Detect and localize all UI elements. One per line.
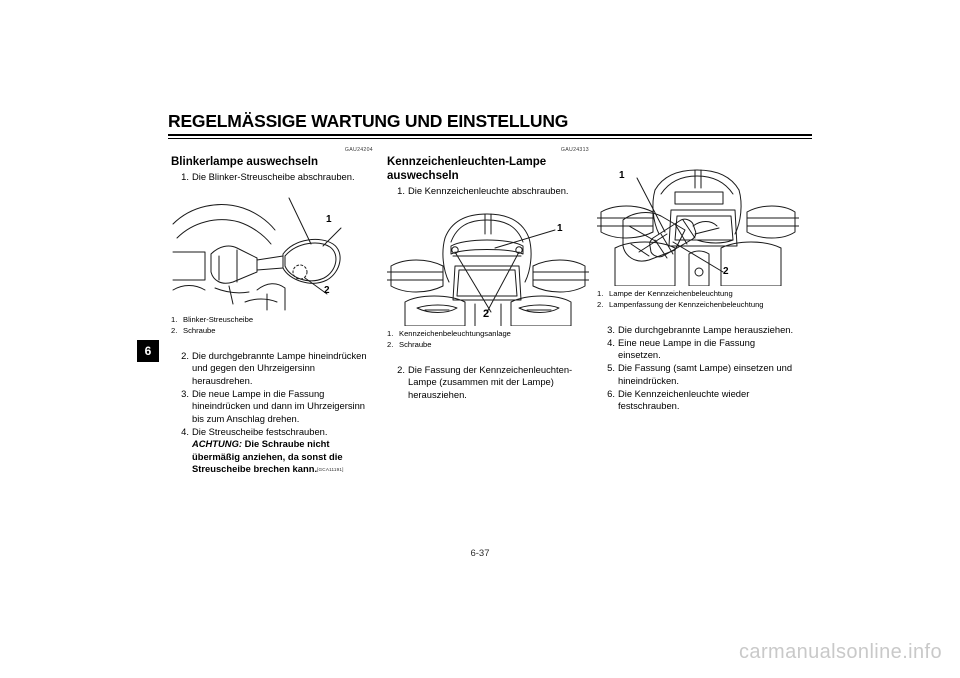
caution-reference-code: [GCA11191]	[317, 467, 344, 473]
legend-item: 2. Lampenfassung der Kennzeichenbeleucht…	[597, 300, 799, 310]
legend-number: 2.	[171, 326, 178, 336]
legend-text: Schraube	[399, 340, 432, 350]
step-text: Die Blinker-Streuscheibe abschrauben.	[192, 171, 355, 183]
steps-list-license-plate-post: 2. Die Fassung der Kennzeichenleuchten-L…	[387, 364, 589, 402]
step-text: Die Kennzeichenleuchte abschrauben.	[408, 185, 569, 197]
legend-item: 1. Blinker-Streuscheibe	[171, 315, 373, 325]
step-number: 2.	[397, 363, 405, 375]
column-left: GAU24204 Blinkerlampe auswechseln 1. Die…	[171, 146, 373, 476]
step-number: 2.	[181, 349, 189, 361]
legend-item: 2. Schraube	[171, 326, 373, 336]
section-title-license-plate-light: Kennzeichenleuchten-Lampe auswechseln	[387, 156, 547, 183]
figure-callout-1: 1	[326, 214, 332, 226]
legend-number: 2.	[387, 340, 394, 350]
figure-callout-1: 1	[557, 223, 563, 235]
reference-code-middle: GAU24313	[560, 147, 589, 153]
figure-callout-1: 1	[619, 170, 625, 181]
step-number: 4.	[181, 425, 189, 437]
column-middle: GAU24313 Kennzeichenleuchten-Lampe auswe…	[387, 146, 589, 402]
legend-item: 2. Schraube	[387, 340, 589, 350]
step-text: Die neue Lampe in die Fassung hineindrüc…	[192, 387, 366, 424]
site-watermark: carmanualsonline.info	[739, 641, 942, 663]
bulb-socket-removal-figure: 1 2	[597, 168, 799, 286]
step-number: 4.	[607, 336, 615, 348]
legend-number: 2.	[597, 300, 604, 310]
legend-text: Lampe der Kennzeichenbeleuchtung	[609, 289, 733, 298]
step-item-with-notice: 4. Die Streuscheibe festschrauben. ACHTU…	[171, 426, 373, 476]
license-plate-light-figure: 1 2	[387, 208, 589, 327]
figure-legend-turn-signal: 1. Blinker-Streuscheibe 2. Schraube	[171, 315, 373, 337]
legend-text: Blinker-Streuscheibe	[183, 315, 254, 325]
figure-callout-2: 2	[324, 285, 330, 297]
figure-callout-2: 2	[723, 266, 729, 277]
step-number: 6.	[607, 387, 615, 399]
steps-list-bulb-replacement: 3. Die durchgebrannte Lampe herausziehen…	[597, 324, 799, 413]
legend-text: Lampenfassung der Kennzeichenbeleuchtung	[609, 300, 764, 310]
legend-text: Schraube	[183, 326, 216, 336]
step-item: 5. Die Fassung (samt Lampe) einsetzen un…	[597, 362, 799, 387]
step-text: Die Fassung der Kennzeichenleuchten-Lamp…	[408, 363, 573, 400]
caution-text: Die Schraube nicht übermäßig anziehen, d…	[192, 438, 343, 475]
page-number: 6-37	[470, 548, 490, 559]
chapter-tab-6: 6	[137, 340, 159, 362]
step-item: 2. Die durchgebrannte Lampe hineindrücke…	[171, 350, 373, 388]
step-item: 1. Die Kennzeichenleuchte abschrauben.	[387, 185, 589, 198]
step-text: Die Streuscheibe festschrauben.	[192, 425, 328, 437]
step-text: Die Fassung (samt Lampe) einsetzen und h…	[618, 362, 793, 386]
turn-signal-lens-figure: 1 2	[171, 194, 373, 312]
steps-list-turn-signal-post: 2. Die durchgebrannte Lampe hineindrücke…	[171, 350, 373, 476]
figure-legend-bulb-socket: 1. Lampe der Kennzeichenbeleuchtung 2. L…	[597, 289, 799, 311]
step-item: 2. Die Fassung der Kennzeichenleuchten-L…	[387, 364, 589, 402]
legend-item: 1. Lampe der Kennzeichenbeleuchtung	[597, 289, 799, 299]
caution-keyword: ACHTUNG:	[192, 438, 242, 450]
page-running-header: REGELMÄSSIGE WARTUNG UND EINSTELLUNG	[168, 111, 812, 139]
step-item: 4. Eine neue Lampe in die Fassung einset…	[597, 337, 799, 362]
step-item: 3. Die durchgebrannte Lampe herausziehen…	[597, 324, 799, 337]
step-text: Eine neue Lampe in die Fassung einsetzen…	[618, 336, 756, 361]
step-item: 3. Die neue Lampe in die Fassung hineind…	[171, 388, 373, 426]
step-number: 1.	[181, 171, 189, 183]
step-text: Die durchgebrannte Lampe hineindrücken u…	[192, 349, 367, 386]
step-number: 1.	[397, 185, 405, 197]
figure-legend-license-plate: 1. Kennzeichenbeleuchtungsanlage 2. Schr…	[387, 329, 589, 351]
caution-notice: ACHTUNG: Die Schraube nicht übermäßig an…	[192, 438, 344, 474]
steps-list-license-plate-pre: 1. Die Kennzeichenleuchte abschrauben.	[387, 185, 589, 198]
step-item: 1. Die Blinker-Streuscheibe abschrauben.	[171, 171, 373, 184]
step-item: 6. Die Kennzeichenleuchte wieder festsch…	[597, 388, 799, 413]
legend-item: 1. Kennzeichenbeleuchtungsanlage	[387, 329, 589, 339]
step-number: 3.	[607, 323, 615, 335]
legend-number: 1.	[597, 289, 604, 298]
column-right: 1 2 1. Lampe der Kennzeichenbeleuchtung …	[597, 146, 799, 413]
figure-callout-2: 2	[483, 308, 490, 321]
legend-text: Kennzeichenbeleuchtungsanlage	[399, 329, 511, 339]
legend-number: 1.	[171, 315, 178, 325]
header-rule-divider	[168, 134, 812, 139]
step-text: Die Kennzeichenleuchte wieder festschrau…	[618, 387, 750, 412]
page-title: REGELMÄSSIGE WARTUNG UND EINSTELLUNG	[168, 111, 569, 131]
steps-list-turn-signal-pre: 1. Die Blinker-Streuscheibe abschrauben.	[171, 171, 373, 184]
step-text: Die durchgebrannte Lampe herausziehen.	[618, 323, 794, 335]
legend-number: 1.	[387, 329, 394, 339]
section-title-turn-signal: Blinkerlampe auswechseln	[171, 156, 319, 168]
reference-code-right-placeholder	[597, 146, 799, 154]
step-number: 5.	[607, 362, 615, 374]
reference-code-left: GAU24204	[344, 147, 373, 153]
step-number: 3.	[181, 387, 189, 399]
